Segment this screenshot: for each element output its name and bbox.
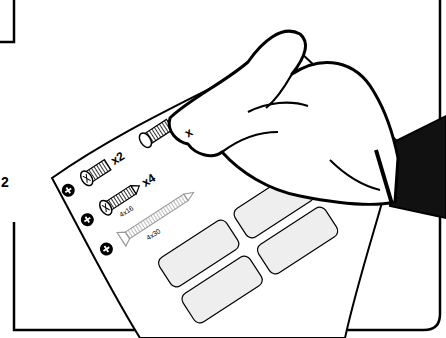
long-screw xyxy=(117,186,198,246)
screw xyxy=(78,158,112,188)
screw xyxy=(97,179,143,217)
plus-symbol xyxy=(59,181,115,258)
step-number: 2 xyxy=(1,175,9,189)
gloved-hand xyxy=(169,31,398,204)
